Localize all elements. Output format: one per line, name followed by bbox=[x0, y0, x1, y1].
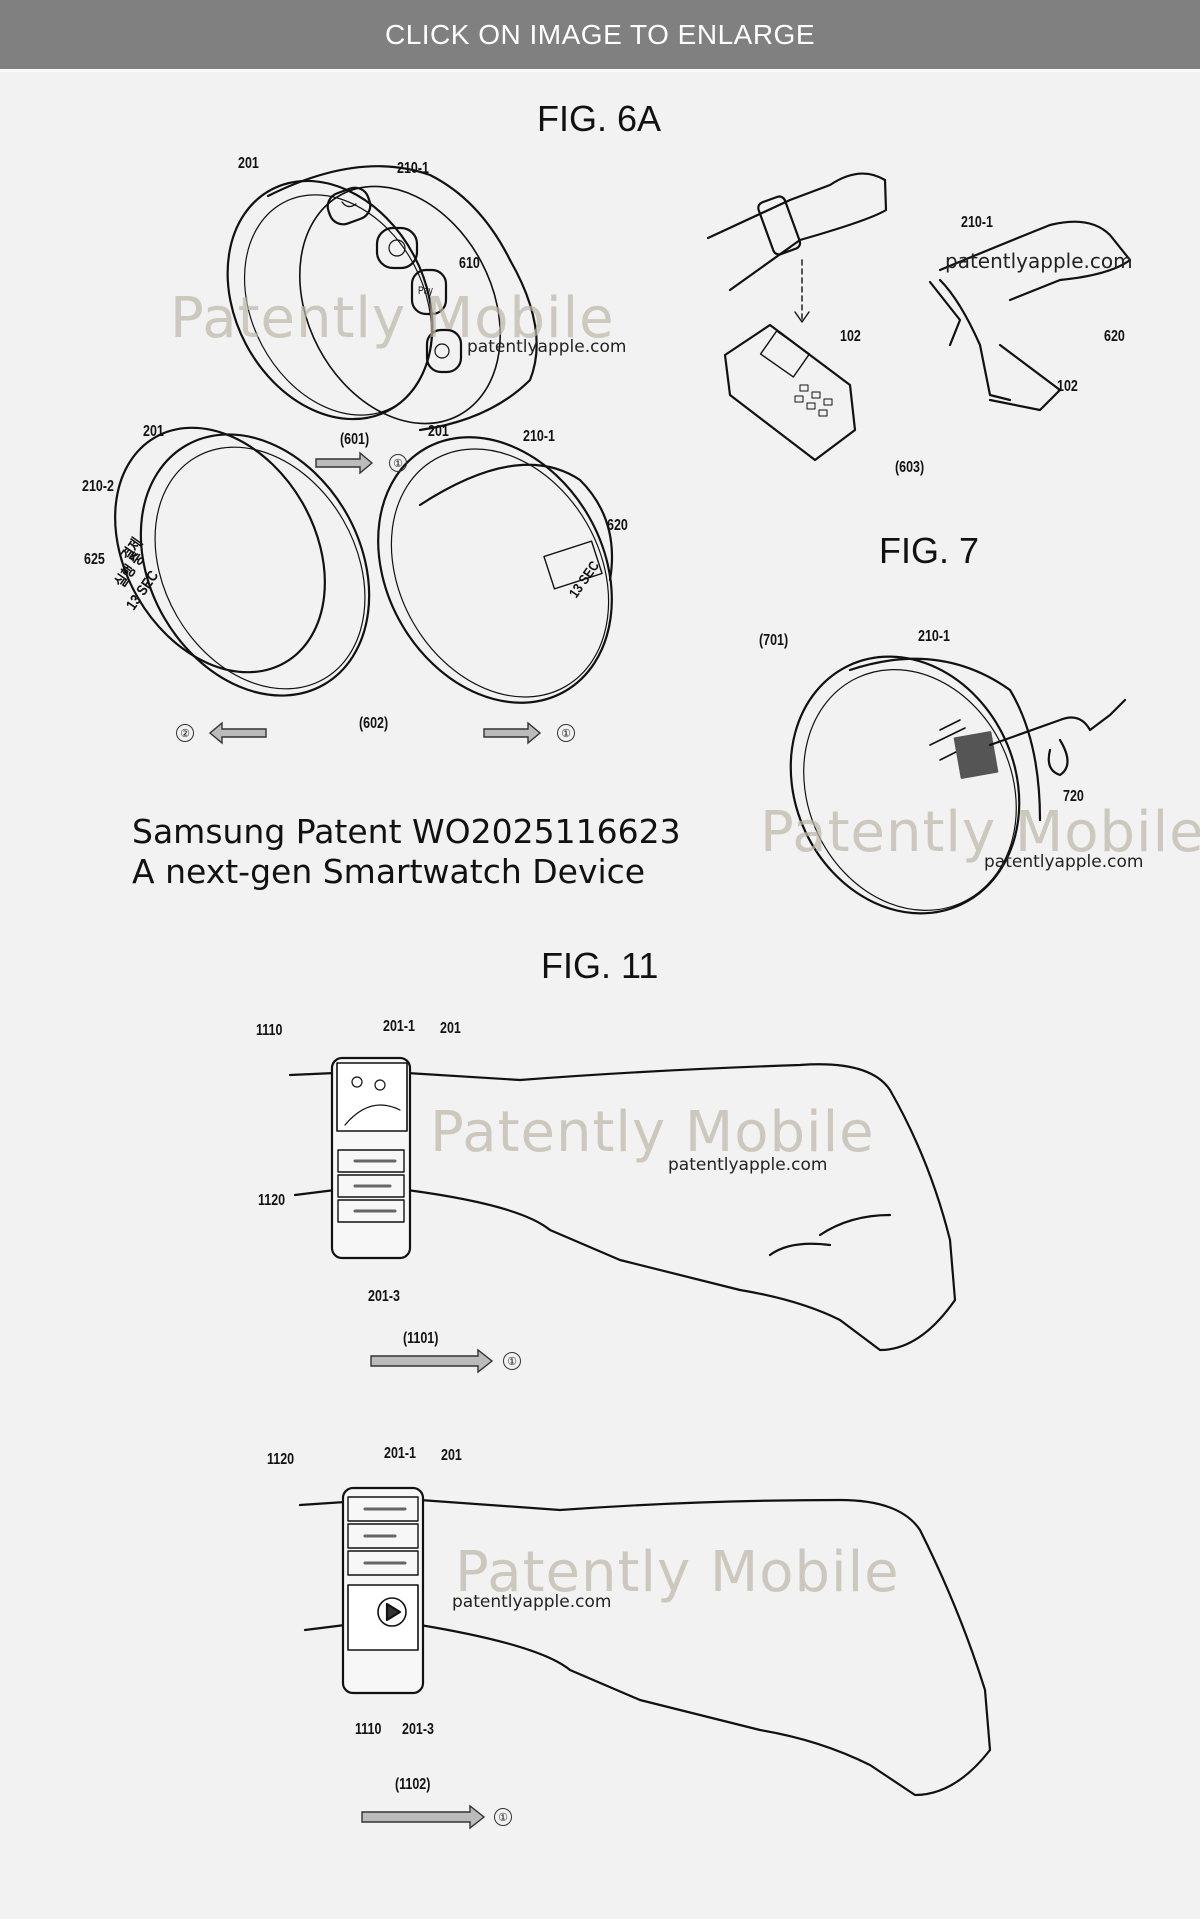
ref-label: 210-2 bbox=[82, 478, 114, 495]
position-marker: ① bbox=[557, 724, 575, 742]
ref-label: 210-1 bbox=[961, 214, 993, 231]
patent-caption-line-1: Samsung Patent WO2025116623 bbox=[132, 812, 681, 851]
ref-label: 625 bbox=[84, 551, 105, 568]
watermark-url: patentlyapple.com bbox=[945, 249, 1133, 273]
fig-6a-title: FIG. 6A bbox=[537, 98, 662, 139]
header-divider bbox=[0, 69, 1200, 72]
step-label: (603) bbox=[895, 459, 925, 476]
step-label: (601) bbox=[340, 431, 370, 448]
fig-11-title: FIG. 11 bbox=[541, 945, 659, 986]
watermark-url: patentlyapple.com bbox=[668, 1155, 828, 1175]
ref-label: 610 bbox=[459, 255, 480, 272]
ref-label: 102 bbox=[1057, 378, 1078, 395]
patent-caption: Samsung Patent WO2025116623 A next-gen S… bbox=[132, 812, 681, 892]
ref-label: 210-1 bbox=[523, 428, 555, 445]
ref-label: 201-3 bbox=[402, 1721, 434, 1738]
watermark-url: patentlyapple.com bbox=[452, 1592, 612, 1612]
ref-label: 1110 bbox=[256, 1022, 283, 1039]
watermark-brand: Patently Mobile bbox=[170, 286, 615, 351]
position-marker: ① bbox=[503, 1352, 521, 1370]
watermark-brand: Patently Mobile bbox=[760, 800, 1200, 865]
ref-label: 201-3 bbox=[368, 1288, 400, 1305]
ref-label: 201 bbox=[143, 423, 164, 440]
position-marker: ① bbox=[389, 454, 407, 472]
step-label: (1102) bbox=[395, 1776, 431, 1793]
fig-7-title: FIG. 7 bbox=[879, 530, 980, 571]
position-marker: ① bbox=[494, 1808, 512, 1826]
ref-label: 201 bbox=[440, 1020, 461, 1037]
watermark-url: patentlyapple.com bbox=[984, 852, 1144, 872]
watermark-url: patentlyapple.com bbox=[467, 337, 627, 357]
watermark-brand: Patently Mobile bbox=[455, 1540, 900, 1605]
ref-label: 620 bbox=[1104, 328, 1125, 345]
ref-label: 210-1 bbox=[397, 160, 429, 177]
step-label: (1101) bbox=[403, 1330, 439, 1347]
ref-label: 210-1 bbox=[918, 628, 950, 645]
step-label: (602) bbox=[359, 715, 389, 732]
pay-icon-text: Pay bbox=[418, 285, 433, 297]
ref-label: 620 bbox=[607, 517, 628, 534]
patent-caption-line-2: A next-gen Smartwatch Device bbox=[132, 852, 646, 891]
ref-label: 102 bbox=[840, 328, 861, 345]
ref-label: 720 bbox=[1063, 788, 1084, 805]
step-label: (701) bbox=[759, 632, 789, 649]
ref-label: 201-1 bbox=[384, 1445, 416, 1462]
enlarge-image-banner[interactable]: CLICK ON IMAGE TO ENLARGE bbox=[0, 0, 1200, 69]
ref-label: 201 bbox=[238, 155, 259, 172]
ref-label: 201 bbox=[428, 423, 449, 440]
position-marker: ② bbox=[176, 724, 194, 742]
ref-label: 201-1 bbox=[383, 1018, 415, 1035]
enlarge-image-label: CLICK ON IMAGE TO ENLARGE bbox=[384, 18, 815, 50]
ref-label: 1110 bbox=[355, 1721, 382, 1738]
ref-label: 1120 bbox=[258, 1192, 286, 1209]
watermark-brand: Patently Mobile bbox=[430, 1100, 875, 1165]
ref-label: 1120 bbox=[267, 1451, 295, 1468]
ref-label: 201 bbox=[441, 1447, 462, 1464]
